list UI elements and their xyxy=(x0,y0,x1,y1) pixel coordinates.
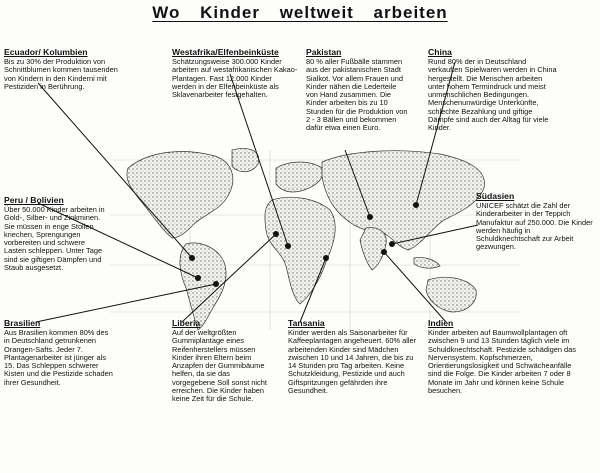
info-box-ecuador: Ecuador/ Kolumbien Bis zu 30% der Produk… xyxy=(4,47,124,91)
marker-westafrika xyxy=(285,243,291,249)
leader-pakistan xyxy=(344,149,371,218)
box-text: Rund 80% der in Deutschland verkauften S… xyxy=(428,57,557,133)
box-text: Kinder werden als Saisonarbeiter für Kaf… xyxy=(288,328,417,396)
leader-ecuador xyxy=(37,82,193,259)
indonesia-shape xyxy=(413,257,441,269)
box-text: Auf der weltgrößten Gummiplantage eines … xyxy=(172,328,267,404)
leader-lines xyxy=(35,61,479,323)
box-text: Kinder arbeiten auf Baumwollplantagen of… xyxy=(428,328,576,396)
europe-shape xyxy=(275,161,324,193)
asia-shape xyxy=(321,150,485,251)
leader-brasilien xyxy=(35,283,217,323)
box-heading: Brasilien xyxy=(4,318,41,328)
marker-indien xyxy=(381,249,387,255)
leader-indien xyxy=(383,251,447,323)
page-title: Wo Kinder weltweit arbeiten xyxy=(152,3,448,22)
box-heading: Westafrika/Elfenbeinküste xyxy=(172,47,279,57)
leader-china xyxy=(415,61,456,206)
box-heading: Indien xyxy=(428,318,454,328)
box-text: Aus Brasilien kommen 80% des in Deutschl… xyxy=(4,328,113,387)
marker-pakistan xyxy=(367,214,373,220)
north-america-shape xyxy=(126,151,234,239)
africa-shape xyxy=(264,196,336,305)
continents xyxy=(126,148,485,331)
marker-tansania xyxy=(323,255,329,261)
box-text: Bis zu 30% der Produktion von Schnittblu… xyxy=(4,57,118,91)
leader-tansania xyxy=(299,257,327,323)
box-heading: Liberia xyxy=(172,318,201,328)
box-heading: Tansania xyxy=(288,318,325,328)
info-box-pakistan: Pakistan 80 % aller Fußbälle stammen aus… xyxy=(306,47,410,133)
info-box-liberia: Liberia Auf der weltgrößten Gummiplantag… xyxy=(172,318,274,404)
info-box-brasilien: Brasilien Aus Brasilien kommen 80% des i… xyxy=(4,318,116,387)
australia-shape xyxy=(425,276,477,313)
location-markers xyxy=(189,202,419,287)
info-box-peru: Peru / Bolivien Über 50.000 Kinder arbei… xyxy=(4,195,106,272)
box-text: UNICEF schätzt die Zahl der Kinderarbeit… xyxy=(476,201,593,252)
box-heading: Südasien xyxy=(476,191,515,201)
box-text: 80 % aller Fußbälle stammen aus der paki… xyxy=(306,57,408,133)
info-box-suedasien: Südasien UNICEF schätzt die Zahl der Kin… xyxy=(476,191,596,252)
box-heading: Ecuador/ Kolumbien xyxy=(4,47,88,57)
leader-liberia xyxy=(181,233,277,323)
info-box-tansania: Tansania Kinder werden als Saisonarbeite… xyxy=(288,318,418,395)
box-text: Schätzungsweise 300.000 Kinder arbeiten … xyxy=(172,57,298,100)
box-text: Über 50.000 Kinder arbeiten in Gold-, Si… xyxy=(4,205,105,273)
india-shape xyxy=(359,227,387,271)
info-box-china: China Rund 80% der in Deutschland verkau… xyxy=(428,47,558,133)
info-box-westafrika: Westafrika/Elfenbeinküste Schätzungsweis… xyxy=(172,47,298,99)
greenland-shape xyxy=(231,148,260,173)
box-heading: Pakistan xyxy=(306,47,342,57)
box-heading: Peru / Bolivien xyxy=(4,195,64,205)
marker-suedasien xyxy=(389,241,395,247)
leader-peru xyxy=(37,202,199,279)
marker-liberia xyxy=(273,231,279,237)
box-heading: China xyxy=(428,47,452,57)
marker-china xyxy=(413,202,419,208)
marker-ecuador xyxy=(189,255,195,261)
marker-brasilien xyxy=(213,281,219,287)
leader-suedasien xyxy=(391,224,479,245)
marker-peru xyxy=(195,275,201,281)
info-box-indien: Indien Kinder arbeiten auf Baumwollplant… xyxy=(428,318,578,395)
leader-westafrika xyxy=(229,73,289,247)
